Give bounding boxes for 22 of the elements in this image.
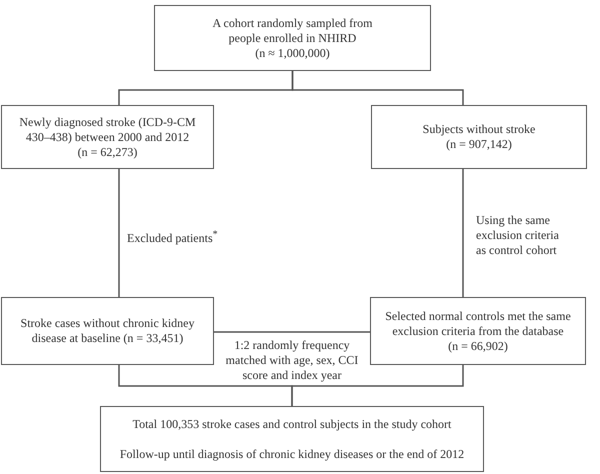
box-text: (n = 62,273) [78, 144, 138, 160]
process-box [1, 105, 214, 169]
connector-line [291, 365, 464, 406]
process-box [100, 406, 484, 472]
process-box [154, 5, 431, 71]
box-text: Subjects without stroke [422, 122, 536, 137]
box-text: Total 100,353 stroke cases and control subjects in the study cohort [132, 416, 452, 432]
process-box [1, 297, 214, 365]
box-text: Follow-up until diagnosis of chronic kidney diseases or the end of 2012 [120, 446, 464, 462]
box-text: Stroke cases without chronic kidney disease at baseline (n = 33,451) [20, 316, 196, 346]
connector-line [214, 331, 370, 333]
connector-line [292, 71, 464, 105]
box-text: (n ≈ 1,000,000) [255, 46, 330, 60]
box-text: Selected normal controls met the same exclusion criteria from the database [384, 308, 572, 338]
connector-line [118, 169, 120, 297]
box-text: (n = 66,902) [448, 338, 508, 354]
box-text: Newly diagnosed stroke (ICD-9-CM 430–438) between 2000 and 2012 [18, 114, 197, 144]
process-box [370, 297, 586, 365]
box-text: (n = 907,142) [446, 137, 512, 152]
connector-line [462, 169, 464, 297]
process-box [371, 105, 587, 169]
box-text: A cohort randomly sampled from people enrolled in NHIRD [212, 16, 374, 46]
